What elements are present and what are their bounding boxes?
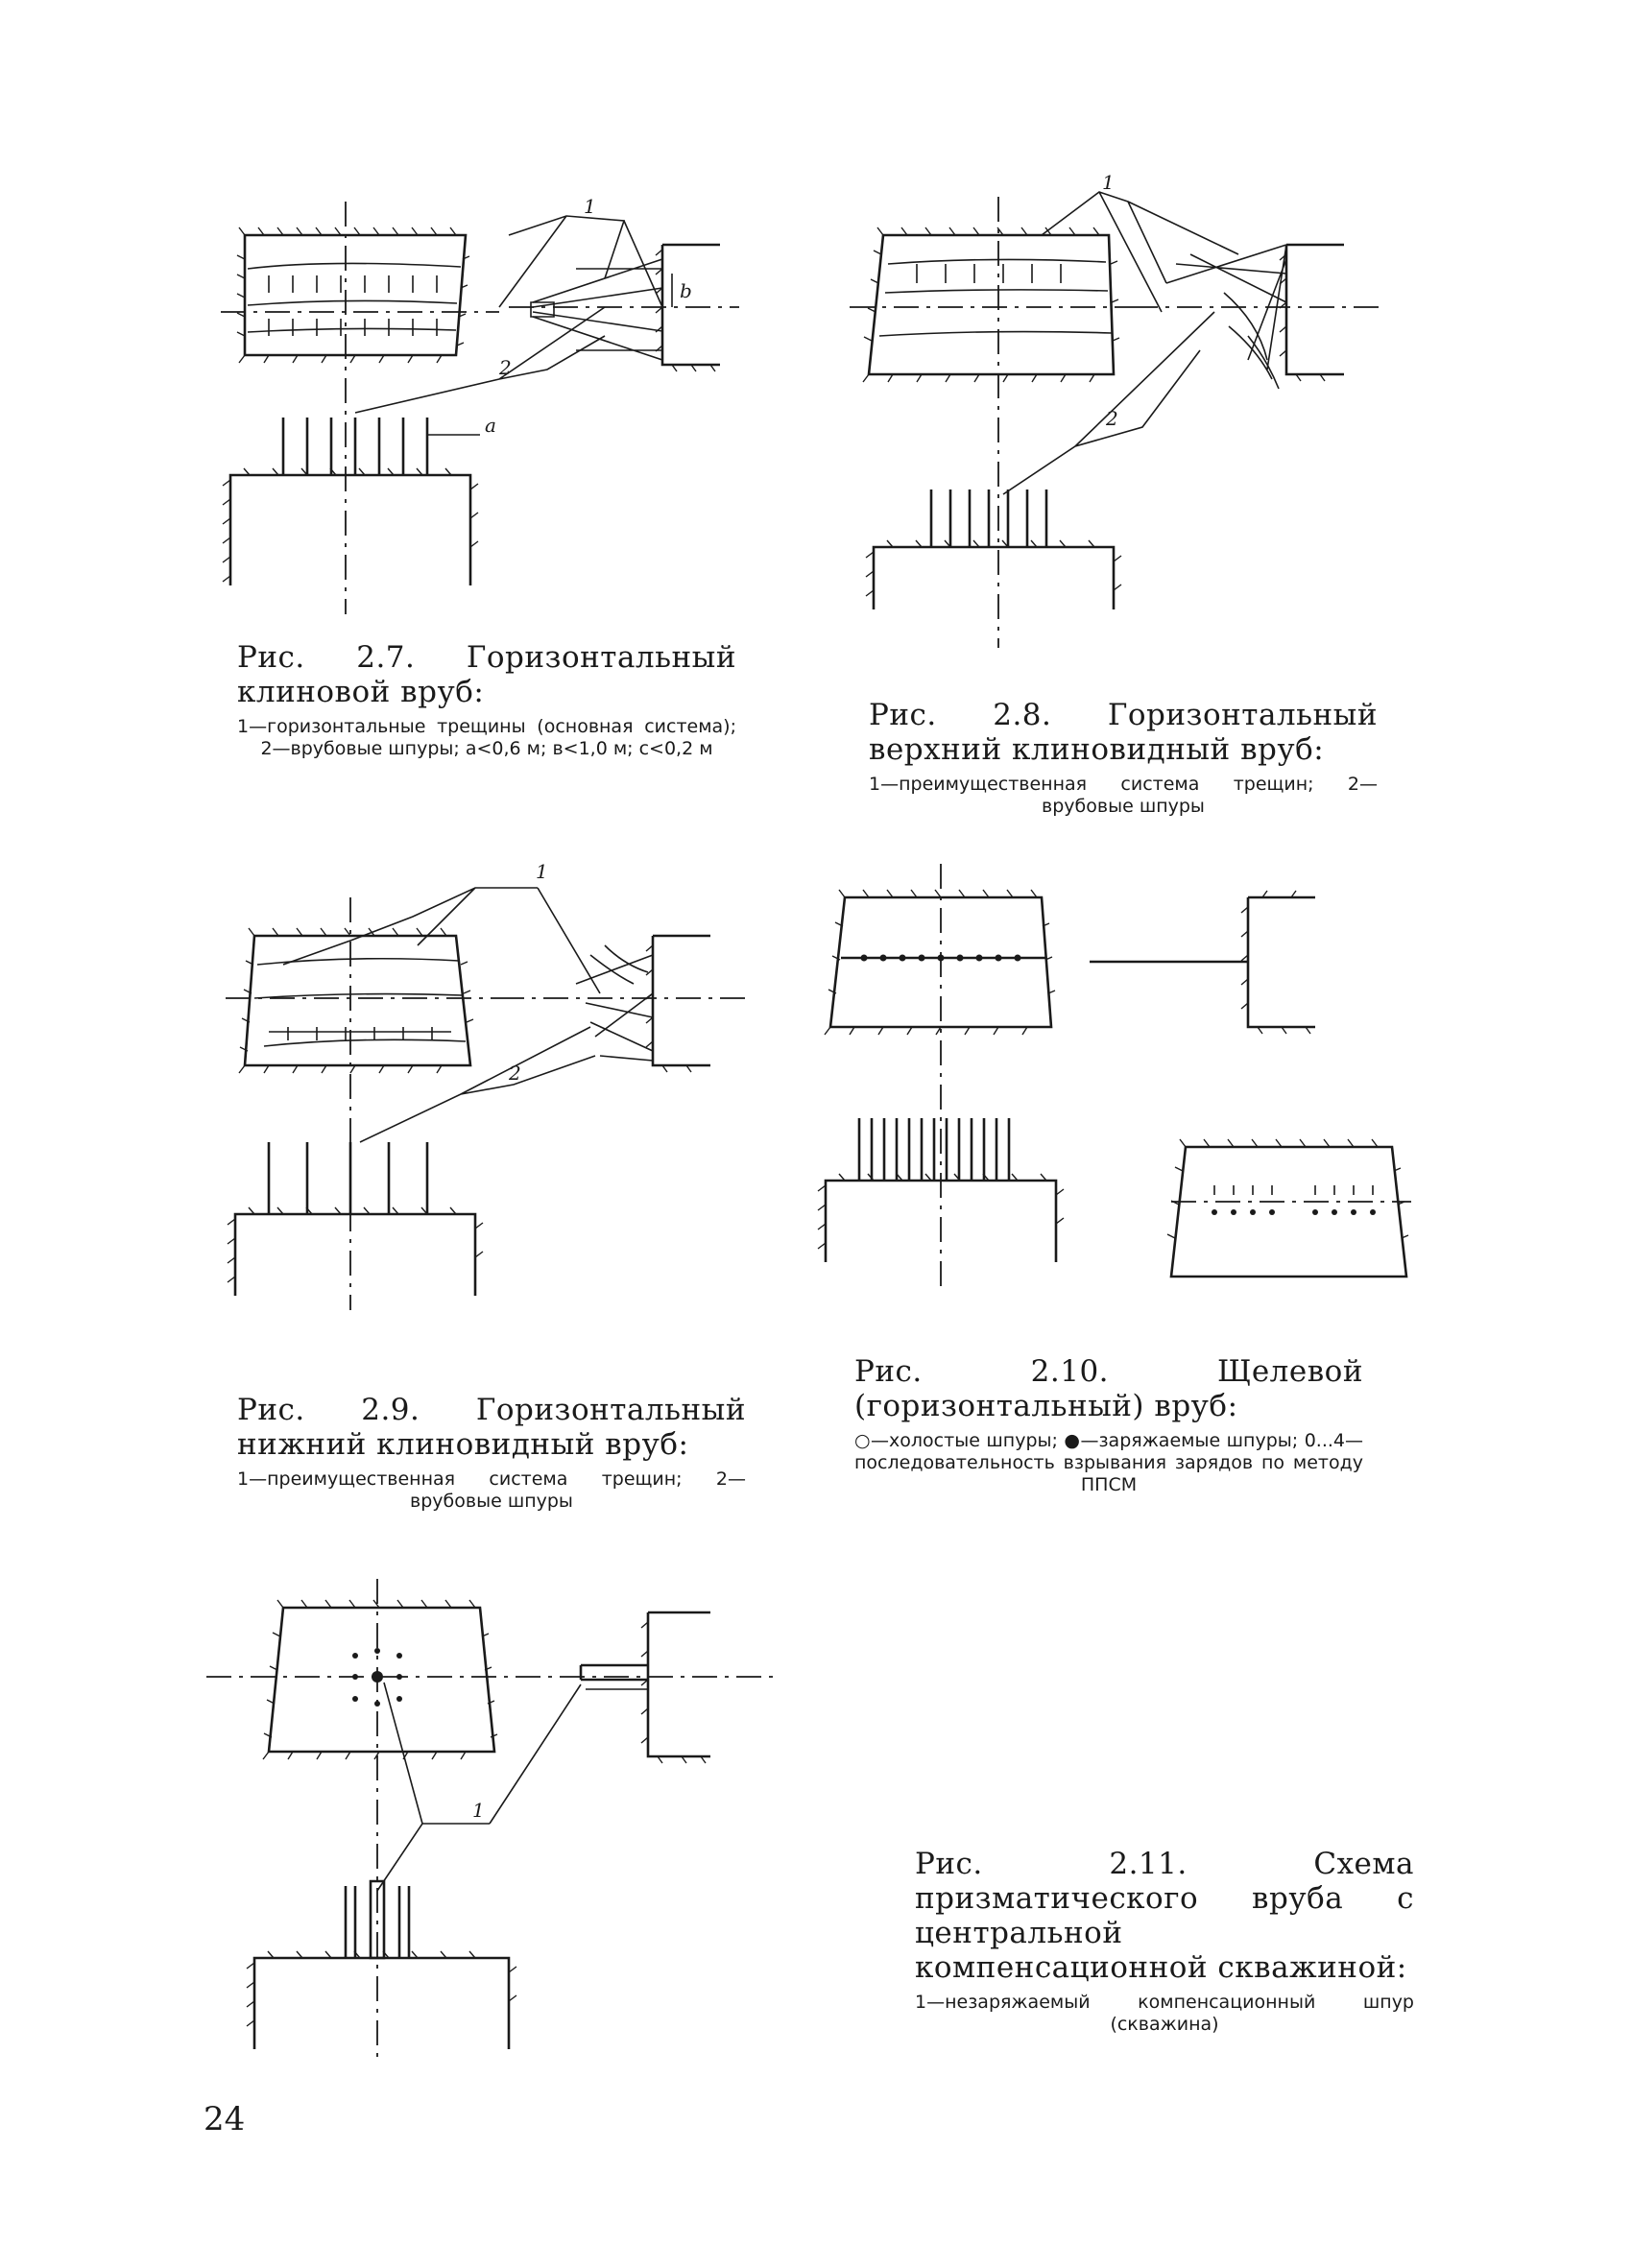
plan-view — [247, 1881, 516, 2049]
figure-2-9-drawing: 1 2 — [211, 860, 768, 1320]
caption-title: Рис. 2.8. Горизонтальный верхний клинови… — [869, 698, 1378, 767]
callout-leaders — [377, 1683, 581, 1891]
face-outline — [863, 227, 1119, 382]
caption-title: Рис. 2.7. Горизонтальный клиновой вруб: — [237, 640, 736, 709]
plan-view — [223, 418, 480, 585]
callout-2: 2 — [498, 356, 512, 379]
plan-view — [228, 1142, 483, 1296]
callout-1: 1 — [536, 860, 548, 883]
plan-view — [818, 1118, 1064, 1262]
charged-holes-row — [860, 954, 1021, 962]
figure-2-11-drawing: 1 — [202, 1588, 797, 2068]
page-number: 24 — [204, 2100, 246, 2138]
callout-leaders — [283, 888, 600, 1142]
side-view — [1133, 245, 1382, 389]
caption-legend: 1—преимущественная система трещин; 2—вру… — [869, 773, 1378, 817]
callout-leaders — [1003, 192, 1238, 494]
caption-legend: 1—преимущественная система трещин; 2—вру… — [237, 1468, 746, 1512]
figure-2-8-drawing: 1 2 — [845, 171, 1402, 667]
figure-2-10-caption: Рис. 2.10. Щелевой (горизонтальный) вруб… — [854, 1354, 1363, 1495]
callout-1: 1 — [584, 195, 596, 218]
face-side-view — [581, 1612, 710, 1763]
callout-b: b — [680, 279, 692, 302]
side-view — [499, 936, 749, 1072]
side-view — [509, 245, 739, 371]
figure-2-9-caption: Рис. 2.9. Горизонтальный нижний клиновид… — [237, 1393, 746, 1513]
face-front-view — [825, 890, 1055, 1035]
caption-legend: ○—холостые шпуры; ●—заряжаемые шпуры; 0.… — [854, 1429, 1363, 1495]
figure-2-10-drawing — [806, 873, 1421, 1296]
caption-legend: 1—горизонтальные трещины (основная систе… — [237, 715, 736, 759]
callout-2: 2 — [508, 1062, 521, 1085]
callout-a: a — [485, 414, 496, 437]
caption-legend: 1—незаряжаемый компенсационный шпур (скв… — [915, 1991, 1414, 2035]
callout-1: 1 — [1102, 171, 1115, 194]
caption-title: Рис. 2.10. Щелевой (горизонтальный) вруб… — [854, 1354, 1363, 1423]
figure-2-11-caption: Рис. 2.11. Схема призматического вруба с… — [915, 1847, 1414, 2035]
face-side-view — [1090, 891, 1315, 1034]
figure-2-7-caption: Рис. 2.7. Горизонтальный клиновой вруб: … — [237, 640, 736, 760]
caption-title: Рис. 2.11. Схема призматического вруба с… — [915, 1847, 1414, 1985]
caption-title: Рис. 2.9. Горизонтальный нижний клиновид… — [237, 1393, 746, 1462]
callout-2: 2 — [1105, 407, 1118, 430]
callout-leaders — [355, 216, 662, 413]
callout-1: 1 — [472, 1799, 485, 1822]
figure-2-7-drawing: 1 2 b a — [211, 195, 749, 624]
figure-2-8-caption: Рис. 2.8. Горизонтальный верхний клинови… — [869, 698, 1378, 818]
face-front-view — [263, 1600, 497, 1759]
face-outline — [237, 227, 469, 363]
face-outline — [239, 928, 473, 1073]
plan-view — [866, 489, 1121, 609]
hole-layout-view — [1167, 1139, 1411, 1277]
